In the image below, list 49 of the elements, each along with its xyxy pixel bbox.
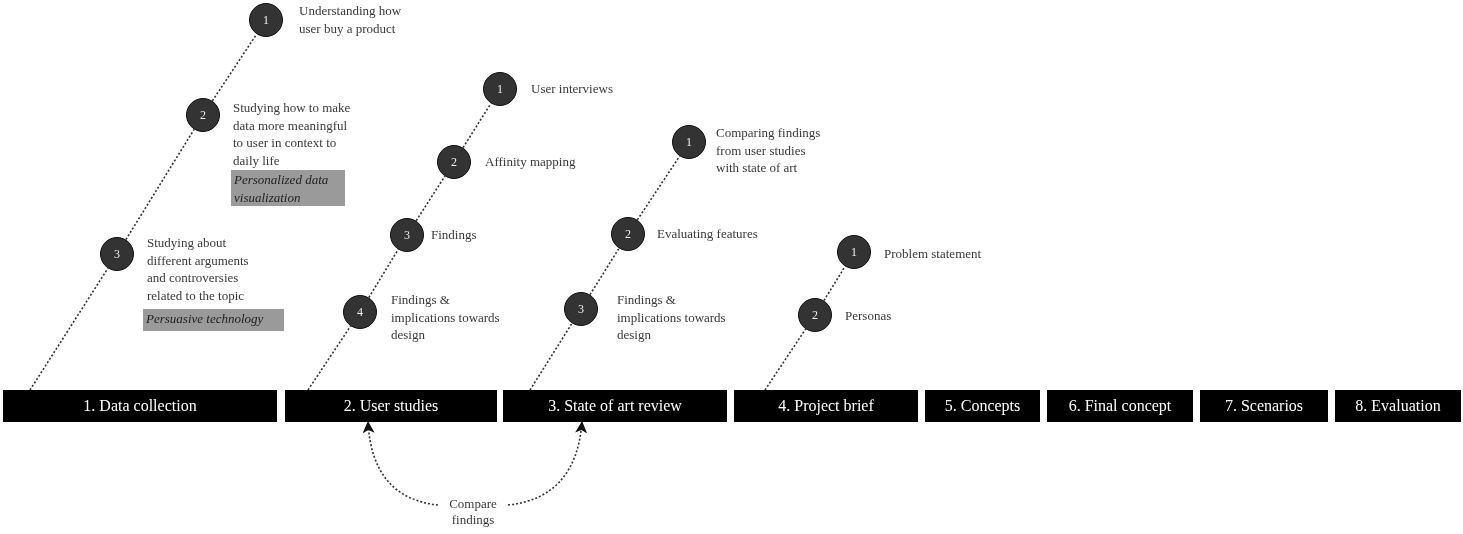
phase-bar: 6. Final concept (1047, 390, 1193, 422)
dotted-connector (529, 322, 573, 391)
keyword-highlight: Personalized data visualization (231, 170, 345, 206)
phase-bar: 3. State of art review (503, 390, 727, 422)
dotted-connector (764, 328, 807, 391)
step-description: Problem statement (884, 245, 983, 263)
phase-bar: 2. User studies (285, 390, 497, 422)
step-number-circle: 4 (343, 295, 377, 329)
step-description: Affinity mapping (485, 153, 577, 171)
step-number-circle: 2 (437, 145, 471, 179)
step-number-circle: 3 (100, 237, 134, 271)
step-description: Personas (845, 307, 893, 325)
step-description: Studying about different arguments and controversies related to the topic (147, 234, 250, 304)
step-number-circle: 1 (249, 3, 283, 37)
step-number-circle: 2 (611, 217, 645, 251)
dotted-connector (29, 267, 109, 391)
phase-bar: 5. Concepts (925, 390, 1040, 422)
dotted-connector (368, 248, 399, 299)
note-label: Compare findings (438, 496, 508, 528)
step-number-circle: 1 (837, 235, 871, 269)
step-number-circle: 3 (564, 292, 598, 326)
step-description: Findings (431, 226, 478, 244)
step-description: Findings & implications towards design (391, 291, 501, 344)
dotted-arrow (507, 421, 587, 506)
dotted-connector (415, 175, 446, 222)
dotted-connector (589, 247, 620, 296)
step-number-circle: 3 (390, 218, 424, 252)
step-description: Findings & implications towards design (617, 291, 727, 344)
dotted-connector (125, 128, 195, 241)
step-number-circle: 2 (186, 98, 220, 132)
step-description: Comparing findings from user studies with state of art (716, 124, 822, 177)
step-description: Understanding how user buy a product (299, 2, 403, 37)
dotted-arrow (363, 421, 439, 506)
step-number-circle: 1 (672, 125, 706, 159)
step-description: Evaluating features (657, 225, 759, 243)
phase-bar: 8. Evaluation (1335, 390, 1461, 422)
dotted-connector (636, 155, 681, 221)
dotted-connector (823, 265, 846, 302)
step-number-circle: 1 (483, 72, 517, 106)
phase-bar: 4. Project brief (734, 390, 918, 422)
dotted-connector (462, 102, 492, 149)
step-description: User interviews (531, 80, 614, 98)
step-description: Studying how to make data more meaningful to user in context to daily life (233, 99, 352, 169)
dotted-connector (307, 325, 352, 391)
keyword-highlight: Persuasive technology (143, 309, 284, 331)
dotted-connector (211, 33, 258, 102)
phase-bar: 1. Data collection (3, 390, 277, 422)
step-number-circle: 2 (798, 298, 832, 332)
phase-bar: 7. Scenarios (1200, 390, 1328, 422)
